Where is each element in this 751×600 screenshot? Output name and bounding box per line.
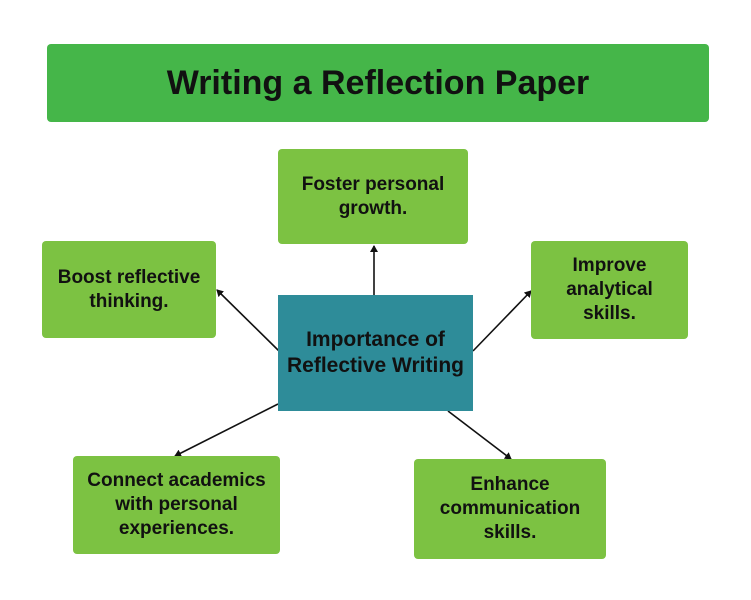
node-improve-analytical: Improve analytical skills. [531,241,688,339]
node-foster-growth: Foster personal growth. [278,149,468,244]
node-connect-line1: Connect academics [87,470,266,491]
page-title: Writing a Reflection Paper [166,63,590,102]
node-connect-academics: Connect academics with personal experien… [73,456,280,554]
node-enhance-line2: communication [439,498,581,519]
center-line2: Reflective Writing [287,354,464,377]
node-foster-line1: Foster personal [301,173,445,195]
node-boost-thinking: Boost reflective thinking. [42,241,216,338]
arrow-to-connect [174,403,279,457]
node-improve-line2: analytical [566,279,653,300]
node-improve-line3: skills. [583,303,636,324]
node-enhance-line3: skills. [483,522,537,543]
arrow-to-enhance [447,410,512,460]
arrow-to-improve [472,290,532,352]
center-node-importance: Importance of Reflective Writing [278,295,473,411]
center-line1: Importance of [306,328,445,351]
node-enhance-line1: Enhance [470,474,550,495]
node-connect-line2: with personal [115,494,238,515]
title-banner: Writing a Reflection Paper [47,44,709,122]
node-enhance-communication: Enhance communication skills. [414,459,606,559]
node-boost-line2: thinking. [89,290,169,312]
node-foster-line2: growth. [338,197,408,219]
arrow-to-boost [216,289,280,352]
node-improve-line1: Improve [572,255,647,276]
node-connect-line3: experiences. [118,518,235,539]
node-boost-line1: Boost reflective [57,266,201,288]
